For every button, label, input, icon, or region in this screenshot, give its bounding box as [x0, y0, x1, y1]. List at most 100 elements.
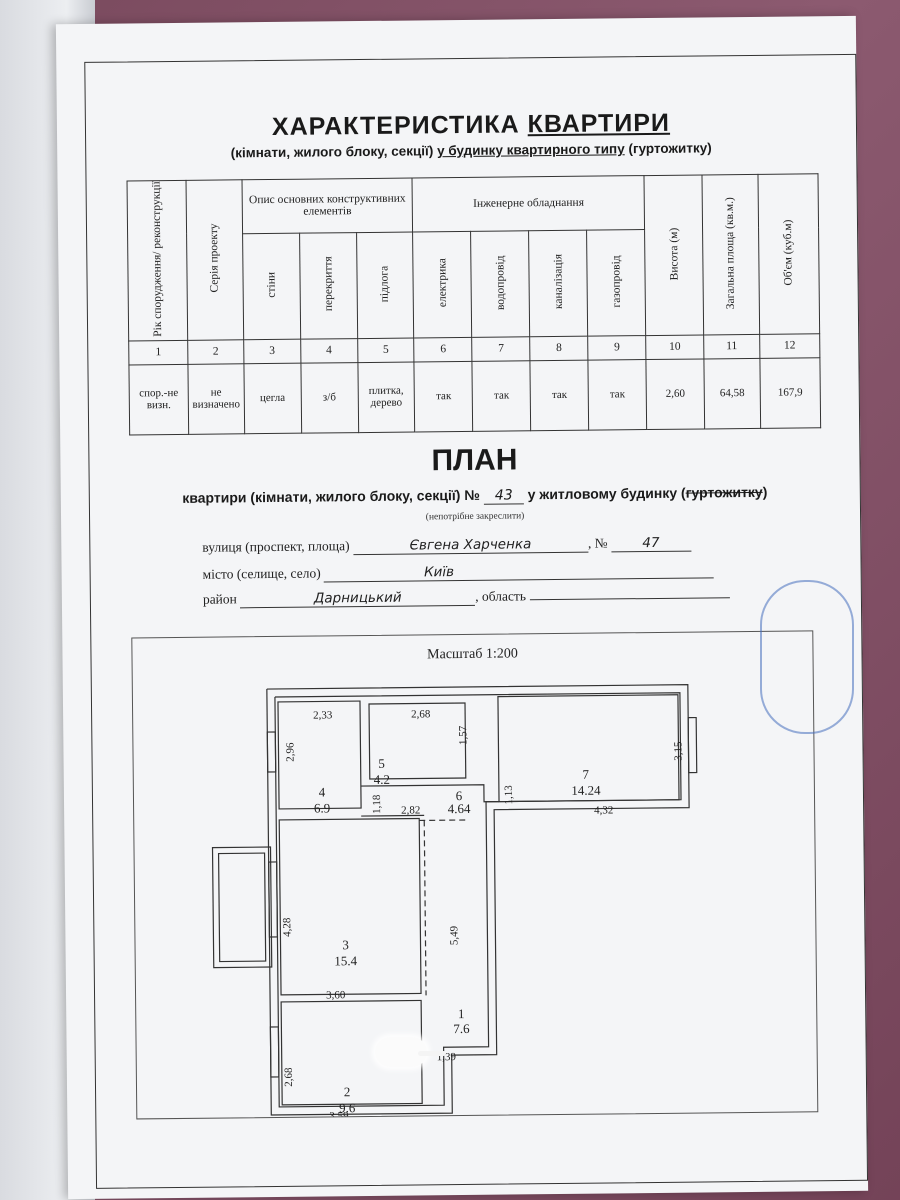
characteristics-table: Рік спорудження/ реконструкції Серія про… — [127, 173, 822, 435]
num-cell: 7 — [472, 336, 531, 362]
plan-subtitle: квартири (кімнати, жилого блоку, секції)… — [90, 483, 860, 509]
col-header-8: каналізація — [528, 230, 588, 337]
apartment-number: 43 — [483, 487, 524, 505]
dim-r5-width: 2,68 — [411, 708, 431, 720]
dim-r2-width: 3,59 — [329, 1110, 349, 1118]
room-7-outline — [497, 694, 680, 803]
num-cell: 5 — [357, 337, 415, 363]
col-header-9: газопровід — [586, 229, 646, 336]
subtitle-text: (кімнати, жилого блоку, секції) — [230, 143, 438, 161]
subtitle-underlined: у будинку квартирного типу — [436, 141, 625, 159]
document-title: ХАРАКТЕРИСТИКА КВАРТИРИ — [86, 107, 856, 144]
dim-r7-width: 4,32 — [594, 804, 613, 816]
street-line: вулиця (проспект, площа) Євгена Харченка… — [202, 534, 692, 557]
room-4-outline — [277, 700, 362, 810]
title-text: ХАРАКТЕРИСТИКА — [271, 110, 528, 141]
window — [266, 731, 277, 773]
value-cell: не визначено — [187, 363, 245, 434]
region-label: , область — [475, 588, 527, 604]
window — [269, 1026, 280, 1078]
room-6-area: 4.64 — [448, 801, 471, 816]
room-6-number: 6 — [456, 788, 463, 803]
room-5-number: 5 — [378, 756, 385, 771]
col-header-11: Загальна площа (кв.м.) — [702, 174, 760, 335]
plan-subtitle-text2: у житловому будинку ( — [527, 484, 686, 503]
region-value — [529, 597, 730, 601]
floor-plan-drawing: 2,33 2,96 2,68 1,57 3,15 4,32 2,82 1,18 … — [211, 684, 698, 1118]
value-cell: з/б — [300, 362, 359, 433]
room-2-area: 9.6 — [339, 1100, 356, 1115]
number-label: , № — [587, 535, 608, 551]
value-cell: так — [472, 360, 531, 432]
house-number-value: 47 — [610, 534, 692, 553]
value-cell: цегла — [243, 362, 302, 434]
group-header-construction: Опис основних конструктивних елементів — [241, 177, 413, 234]
room-4-number: 4 — [319, 784, 326, 799]
page-frame: ХАРАКТЕРИСТИКА КВАРТИРИ (кімнати, жилого… — [84, 53, 869, 1189]
dim-r1-height: 5,49 — [448, 925, 460, 945]
balcony-outline — [211, 846, 273, 969]
outer-wall — [266, 684, 690, 1116]
col-header-2: Серія проекту — [185, 179, 244, 340]
plan-subtitle-close: ) — [762, 483, 768, 500]
room-3-area: 15.4 — [334, 953, 357, 968]
dim-r6-h2: 1,13 — [503, 785, 515, 805]
col-header-7: водопровід — [470, 230, 530, 338]
dim-r6-h1: 1,18 — [371, 794, 383, 814]
window — [687, 716, 698, 774]
num-cell: 1 — [128, 339, 188, 365]
stamp-seal — [760, 580, 854, 734]
window — [268, 861, 279, 938]
room-5-area: 4.2 — [374, 772, 390, 787]
title-underlined: КВАРТИРИ — [527, 108, 671, 139]
dim-r4-width: 2,33 — [313, 709, 333, 721]
room-5-outline — [368, 702, 467, 780]
dim-r7-height: 3,15 — [672, 741, 684, 761]
city-label: місто (селище, село) — [202, 565, 321, 582]
num-cell: 11 — [703, 333, 760, 359]
table-value-row: спор.-не визн. не визначено цегла з/б пл… — [128, 357, 821, 435]
col-header-4: перекриття — [299, 232, 358, 339]
dim-r2-height: 2,68 — [283, 1067, 295, 1087]
col-header-12: Об'єм (куб.м) — [757, 173, 820, 334]
room-7-area: 14.24 — [571, 783, 601, 798]
plan-subtitle-text: квартири (кімнати, жилого блоку, секції)… — [182, 486, 480, 506]
num-cell: 8 — [529, 335, 589, 361]
district-value: Дарницький — [240, 588, 476, 609]
group-header-engineering: Інженерне обладнання — [412, 175, 645, 232]
room-1-number: 1 — [458, 1006, 465, 1021]
num-cell: 10 — [645, 334, 704, 360]
col-header-3: стіни — [242, 233, 301, 340]
value-cell: спор.-не визн. — [128, 363, 189, 435]
num-cell: 9 — [587, 335, 647, 360]
struck-word: гуртожитку — [685, 483, 763, 501]
value-cell: так — [530, 359, 589, 431]
city-value: Київ — [323, 561, 715, 583]
room-4-area: 6.9 — [314, 800, 330, 815]
value-cell: 2,60 — [646, 358, 705, 430]
num-cell: 2 — [187, 339, 244, 364]
street-label: вулиця (проспект, площа) — [202, 538, 350, 555]
strike-note: (непотрібне закреслити) — [425, 511, 525, 523]
room-2-number: 2 — [344, 1084, 351, 1099]
col-header-5: підлога — [356, 231, 415, 339]
num-cell: 6 — [414, 337, 473, 362]
subtitle-tail: (гуртожитку) — [624, 140, 712, 157]
dim-r6-width: 2,82 — [401, 804, 420, 816]
num-cell: 4 — [300, 338, 358, 363]
dim-r3-width: 3,60 — [326, 989, 346, 1001]
district-line: район Дарницький, область — [203, 586, 730, 609]
room-7-number: 7 — [582, 767, 589, 782]
redaction-mark-tail — [418, 1051, 446, 1056]
value-cell: так — [588, 359, 647, 430]
col-header-6: електрика — [412, 231, 473, 338]
room-3-outline — [278, 817, 422, 996]
floor-plan-frame: Масштаб 1:200 — [131, 630, 819, 1120]
room-3-number: 3 — [342, 937, 349, 952]
dim-r3-height: 4,28 — [281, 917, 293, 937]
room-1-area: 7.6 — [453, 1021, 470, 1036]
num-cell: 12 — [759, 333, 820, 358]
col-header-10: Висота (м) — [644, 174, 704, 336]
num-cell: 3 — [243, 338, 301, 364]
value-cell: 64,58 — [703, 357, 761, 429]
